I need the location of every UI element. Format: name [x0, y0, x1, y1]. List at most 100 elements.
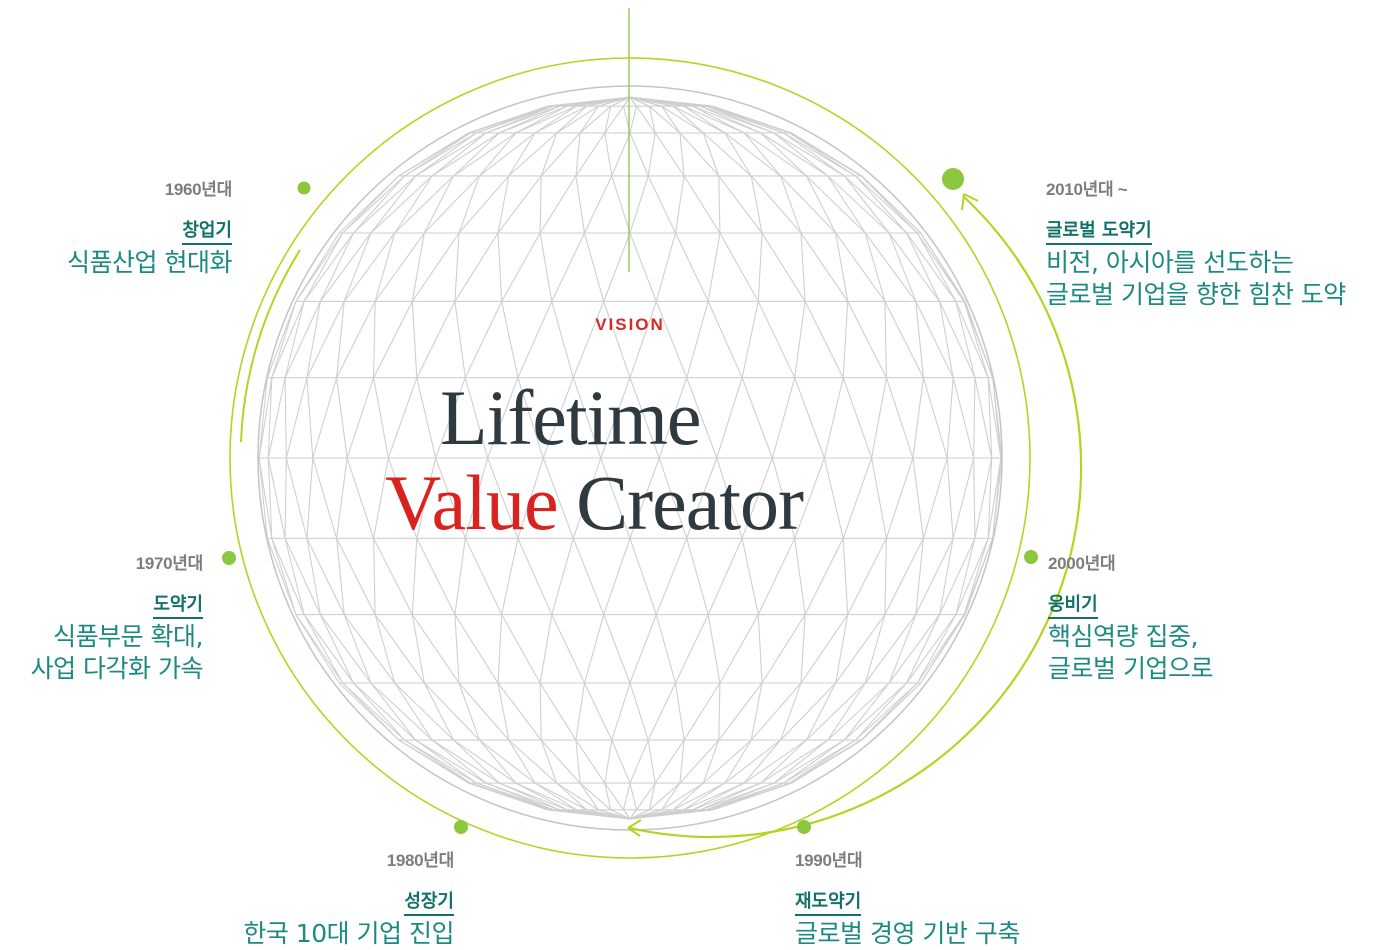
globe-mesh-line — [906, 614, 957, 684]
globe-mesh-line — [306, 538, 345, 615]
globe-mesh-line — [579, 782, 599, 811]
globe-mesh-line — [497, 232, 503, 302]
globe-mesh-line — [374, 614, 396, 684]
globe-mesh-line — [661, 782, 681, 811]
globe-mesh-line — [791, 132, 863, 177]
globe-mesh-line — [987, 457, 993, 539]
globe-mesh-line — [912, 377, 924, 459]
globe-mesh-line — [611, 175, 631, 234]
globe-mesh-line — [629, 809, 713, 820]
globe-mesh-line — [648, 782, 656, 810]
globe-mesh-line — [888, 614, 917, 684]
globe-mesh-line — [303, 614, 344, 684]
globe-mesh-line — [284, 301, 305, 378]
globe-mesh-line — [629, 782, 638, 810]
globe-mesh-line — [431, 739, 487, 784]
globe-mesh-line — [719, 614, 759, 684]
globe-mesh-line — [780, 682, 802, 741]
globe-mesh-line — [534, 105, 577, 134]
globe-mesh-line — [539, 175, 577, 234]
globe-mesh-line — [683, 175, 721, 234]
globe-mesh-line — [501, 538, 519, 615]
globe-mesh-line — [501, 232, 541, 302]
globe-mesh-line — [707, 614, 721, 684]
globe-mesh-line — [629, 614, 657, 684]
globe-mesh-line — [575, 740, 581, 784]
milestone-stage: 도약기 — [153, 590, 203, 619]
globe-mesh-line — [610, 809, 631, 820]
globe-mesh-line — [479, 739, 536, 784]
globe-mesh-line — [604, 782, 612, 810]
globe-mesh-line — [604, 782, 624, 811]
globe-mesh-line — [884, 301, 887, 378]
globe-mesh-line — [842, 301, 849, 378]
globe-mesh-line — [724, 132, 781, 177]
globe-mesh-line — [411, 614, 425, 684]
globe-mesh-line — [855, 682, 908, 741]
globe-mesh-line — [370, 682, 433, 741]
globe-mesh-line — [794, 301, 806, 378]
globe-mesh-line — [487, 457, 519, 539]
globe-mesh-line — [342, 682, 405, 741]
globe-mesh-line — [718, 682, 721, 741]
globe-mesh-line — [336, 377, 348, 459]
globe-mesh-line — [675, 232, 709, 302]
globe-mesh-line — [655, 232, 677, 302]
globe-mesh-line — [600, 377, 631, 459]
globe-mesh-line — [551, 614, 585, 684]
globe-mesh-line — [827, 175, 866, 234]
globe-mesh-line — [353, 682, 417, 741]
globe-mesh-line — [515, 782, 577, 811]
globe-mesh-line — [284, 538, 321, 615]
globe-mesh-line — [760, 739, 829, 784]
outer-arc-left — [240, 249, 301, 443]
globe-mesh-line — [370, 175, 417, 234]
milestone-stage: 성장기 — [404, 887, 454, 916]
globe-mesh-line — [306, 377, 314, 459]
milestone-period: 1990년대 — [795, 851, 863, 870]
globe-mesh-line — [761, 614, 806, 684]
globe-mesh-line — [771, 457, 796, 539]
globe-mesh-line — [675, 614, 709, 684]
globe-mesh-line — [629, 106, 638, 134]
globe-mesh-line — [629, 457, 660, 539]
globe-mesh-line — [373, 457, 389, 539]
globe-mesh-line — [453, 132, 517, 177]
arrow-head-top — [961, 193, 979, 211]
milestone-desc-line: 글로벌 기업을 향한 힘찬 도약 — [1046, 280, 1346, 309]
milestone-1980s: 1980년대 성장기 한국 10대 기업 진입 — [243, 846, 454, 950]
globe-mesh-line — [915, 538, 924, 615]
globe-mesh-line — [761, 232, 806, 302]
globe-mesh-line — [508, 739, 536, 784]
milestone-period: 1970년대 — [135, 554, 204, 573]
globe-mesh-line — [629, 96, 637, 107]
globe-mesh-line — [700, 105, 761, 134]
globe-mesh-line — [629, 682, 649, 741]
globe-mesh-line — [306, 538, 321, 615]
globe-mesh-line — [336, 538, 376, 615]
globe-mesh-line — [464, 538, 503, 615]
globe-mesh-line — [743, 132, 782, 177]
globe-mesh-line — [540, 739, 581, 784]
globe-mesh-line — [974, 457, 993, 539]
milestone-period: 1980년대 — [386, 851, 455, 870]
globe-mesh-line — [394, 175, 454, 234]
milestone-stage: 재도약기 — [795, 887, 862, 916]
globe-mesh-line — [847, 538, 887, 615]
globe-mesh-line — [267, 457, 286, 539]
globe-mesh-line — [454, 614, 460, 684]
globe-mesh-line — [636, 782, 656, 811]
globe-mesh-line — [847, 301, 887, 378]
globe-mesh-line — [906, 232, 957, 302]
globe-mesh-line — [955, 301, 976, 378]
globe-mesh-line — [629, 132, 649, 177]
globe-mesh-line — [992, 377, 1003, 459]
globe-mesh-line — [855, 682, 918, 741]
globe-mesh-line — [672, 105, 704, 134]
globe-mesh-line — [352, 682, 405, 741]
globe-mesh-line — [707, 301, 743, 378]
globe-mesh-line — [686, 538, 709, 615]
globe-mesh-line — [415, 132, 487, 177]
